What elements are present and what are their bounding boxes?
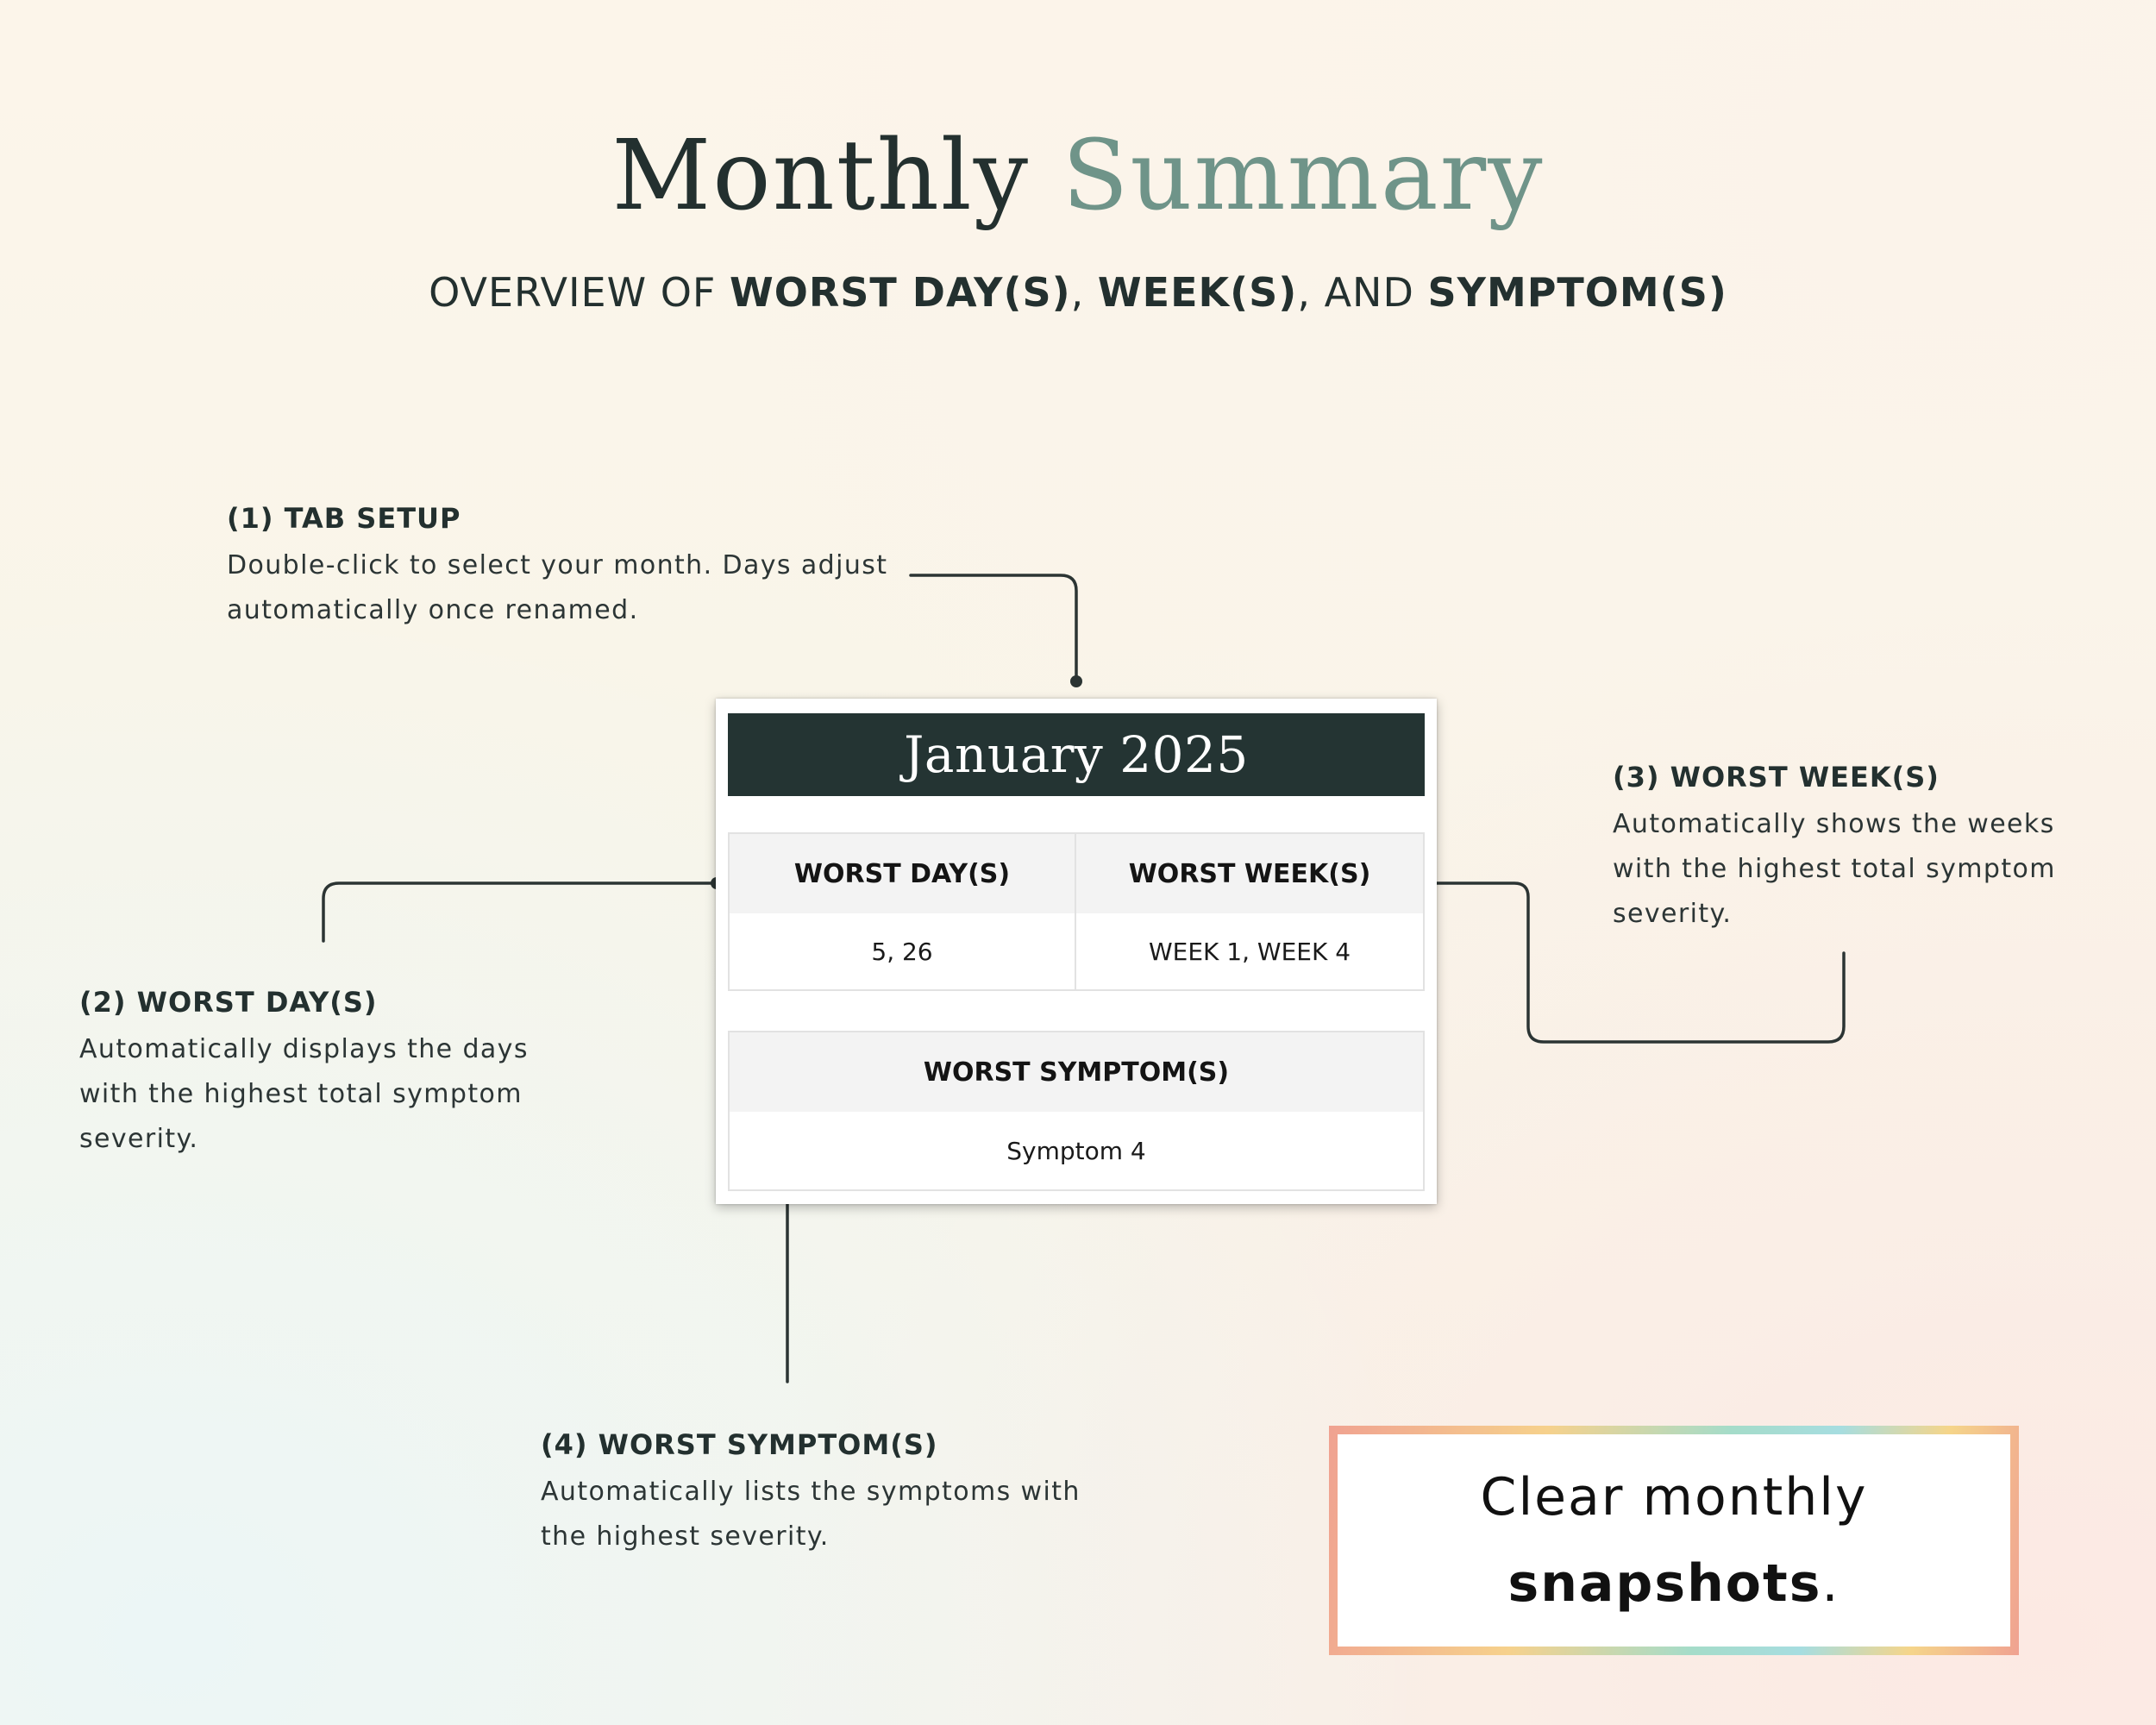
callout-bold: snapshots — [1507, 1553, 1822, 1614]
callout-line1: Clear monthly — [1480, 1467, 1868, 1527]
worst-symptoms-header: WORST SYMPTOM(S) — [730, 1032, 1423, 1112]
subtitle-sep2: , AND — [1297, 269, 1428, 316]
note-tab-setup: (1) TAB SETUP Double-click to select you… — [227, 502, 899, 633]
note-worst-days: (2) WORST DAY(S) Automatically displays … — [79, 986, 562, 1162]
note-worst-symptoms-title: (4) WORST SYMPTOM(S) — [541, 1428, 938, 1461]
title-summary: Summary — [1062, 120, 1545, 232]
subtitle-symptoms: SYMPTOM(S) — [1427, 269, 1727, 316]
note-worst-symptoms-body: Automatically lists the symptoms with th… — [541, 1477, 1081, 1552]
connector-worst-days — [322, 881, 718, 943]
connector-tab-setup — [909, 574, 1078, 683]
worst-weeks-value: WEEK 1, WEEK 4 — [1076, 913, 1423, 989]
callout-box: Clear monthly snapshots. — [1329, 1426, 2019, 1655]
callout-line2: snapshots. — [1508, 1540, 1840, 1627]
month-tab-header[interactable]: January 2025 — [728, 713, 1425, 796]
note-worst-days-body: Automatically displays the days with the… — [79, 1034, 529, 1155]
worst-symptoms-value: Symptom 4 — [730, 1112, 1423, 1189]
note-worst-weeks: (3) WORST WEEK(S) Automatically shows th… — [1613, 761, 2096, 937]
note-worst-weeks-body: Automatically shows the weeks with the h… — [1613, 809, 2056, 930]
note-tab-setup-title: (1) TAB SETUP — [227, 502, 461, 535]
note-worst-symptoms: (4) WORST SYMPTOM(S) Automatically lists… — [541, 1428, 1093, 1559]
page-subtitle: OVERVIEW OF WORST DAY(S), WEEK(S), AND S… — [0, 269, 2156, 317]
note-tab-setup-body: Double-click to select your month. Days … — [227, 550, 888, 626]
subtitle-weeks: WEEK(S) — [1097, 269, 1298, 316]
subtitle-sep1: , — [1070, 269, 1098, 316]
worst-weeks-column: WORST WEEK(S) WEEK 1, WEEK 4 — [1076, 834, 1423, 989]
worst-symptoms-table: WORST SYMPTOM(S) Symptom 4 — [728, 1031, 1425, 1191]
note-worst-days-title: (2) WORST DAY(S) — [79, 986, 378, 1019]
worst-weeks-header: WORST WEEK(S) — [1076, 834, 1423, 913]
connector-dot-tab-setup — [1070, 675, 1082, 687]
page-title: Monthly Summary — [0, 121, 2156, 232]
subtitle-prefix: OVERVIEW OF — [429, 269, 730, 316]
note-worst-weeks-title: (3) WORST WEEK(S) — [1613, 761, 1940, 794]
worst-days-weeks-table: WORST DAY(S) 5, 26 WORST WEEK(S) WEEK 1,… — [728, 832, 1425, 991]
subtitle-worst-days: WORST DAY(S) — [730, 269, 1071, 316]
worst-days-column: WORST DAY(S) 5, 26 — [730, 834, 1076, 989]
worst-days-value: 5, 26 — [730, 913, 1075, 989]
monthly-summary-card: January 2025 WORST DAY(S) 5, 26 WORST WE… — [716, 699, 1437, 1204]
worst-days-header: WORST DAY(S) — [730, 834, 1075, 913]
title-monthly: Monthly — [611, 120, 1030, 232]
callout-period: . — [1821, 1553, 1840, 1614]
callout-inner: Clear monthly snapshots. — [1338, 1434, 2010, 1647]
